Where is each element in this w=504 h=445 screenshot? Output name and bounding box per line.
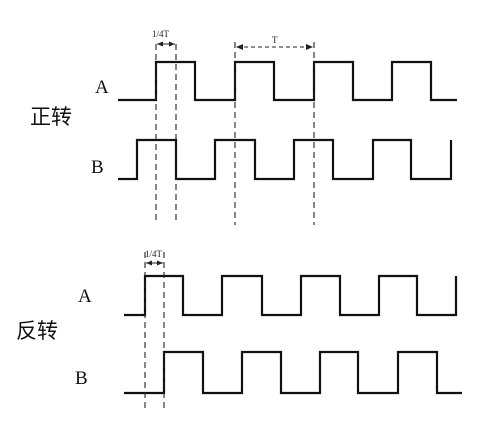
reverse-channel-a-label: A [78, 286, 92, 307]
forward-direction-label: 正转 [30, 105, 72, 129]
forward-section: 正转 A B 1/4T T [30, 29, 457, 225]
reverse-quarter-period-marker: 1/4T [145, 249, 163, 266]
reverse-channel-a-waveform [124, 274, 458, 317]
reverse-channel-b-waveform [124, 350, 462, 395]
reverse-section: 反转 A B 1/4T [16, 249, 462, 410]
forward-channel-b-waveform [118, 138, 453, 181]
forward-channel-a-label: A [95, 77, 109, 98]
forward-period-label: T [272, 35, 278, 45]
reverse-channel-b-label: B [75, 368, 88, 389]
forward-channel-a-waveform [118, 60, 457, 102]
forward-channel-b-label: B [91, 157, 104, 178]
forward-quarter-period-label: 1/4T [152, 29, 170, 39]
forward-quarter-period-marker: 1/4T [152, 29, 175, 47]
reverse-direction-label: 反转 [16, 319, 58, 343]
reverse-quarter-period-label: 1/4T [145, 249, 163, 259]
forward-period-marker: T [236, 35, 313, 50]
